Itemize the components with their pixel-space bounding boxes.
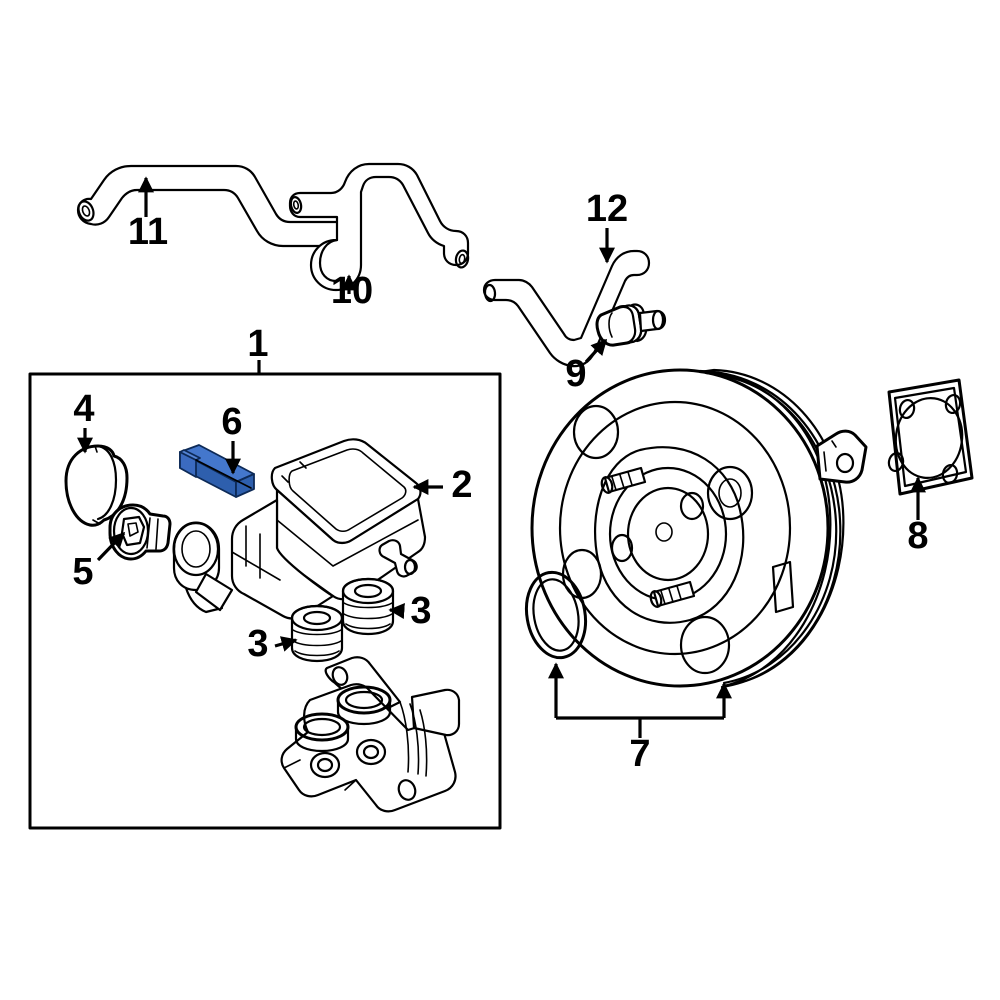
callout-label-3b: 3 xyxy=(410,590,431,632)
part-reservoir-retaining-pin xyxy=(179,444,255,498)
leader-line-3a xyxy=(274,636,298,652)
reservoir-inlet-neck xyxy=(172,521,234,614)
part-fluid-level-sensor-switch xyxy=(108,503,172,561)
callout-label-9: 9 xyxy=(565,353,586,395)
part-vacuum-hose-branched xyxy=(288,162,470,292)
gasket-hole-top-left xyxy=(898,398,916,420)
part-booster-mounting-gasket xyxy=(887,378,974,496)
part-reservoir-cap xyxy=(64,444,129,527)
part-brake-fluid-reservoir xyxy=(172,438,427,620)
booster-front-shell xyxy=(530,368,830,688)
part-booster-oring xyxy=(524,570,588,660)
booster-boss-bottom xyxy=(679,615,731,675)
part-master-cylinder-body xyxy=(280,656,461,813)
booster-inner-ring xyxy=(558,400,792,656)
callout-label-4: 4 xyxy=(73,388,94,430)
hose-10-end-opening-right xyxy=(454,249,470,269)
callout-label-12: 12 xyxy=(586,188,628,230)
leader-line-7 xyxy=(548,662,732,738)
master-cylinder-group-outline xyxy=(28,372,502,830)
booster-boss-right xyxy=(706,465,754,521)
part-reservoir-grommet-right xyxy=(341,577,395,636)
part-vacuum-check-valve xyxy=(595,303,667,347)
booster-boss-upper-left xyxy=(572,404,620,460)
booster-mounting-bracket xyxy=(815,429,868,484)
callout-label-1: 1 xyxy=(247,323,268,365)
callout-label-3a: 3 xyxy=(247,623,268,665)
leader-line-5 xyxy=(96,531,126,562)
hose-11-end-opening xyxy=(77,200,95,222)
part-reservoir-grommet-left xyxy=(290,604,344,663)
callout-label-5: 5 xyxy=(72,551,93,593)
leader-line-3b xyxy=(388,603,405,620)
callout-label-6: 6 xyxy=(221,401,242,443)
callout-label-10: 10 xyxy=(331,270,373,312)
callout-label-2: 2 xyxy=(451,464,472,506)
part-power-brake-booster xyxy=(524,368,868,689)
cylinder-mount-hole-lower xyxy=(397,779,417,801)
booster-mounting-studs xyxy=(600,466,696,608)
cylinder-outlet-right xyxy=(355,738,387,766)
callout-label-7: 7 xyxy=(629,733,650,775)
leader-line-9 xyxy=(584,338,608,364)
hose-12-end-opening xyxy=(483,283,497,303)
cylinder-outlet-left xyxy=(309,751,341,779)
part-vacuum-hose-formed xyxy=(482,249,651,368)
callout-label-8: 8 xyxy=(907,515,928,557)
callout-label-11: 11 xyxy=(128,211,168,253)
hose-10-end-opening-left xyxy=(289,196,303,214)
